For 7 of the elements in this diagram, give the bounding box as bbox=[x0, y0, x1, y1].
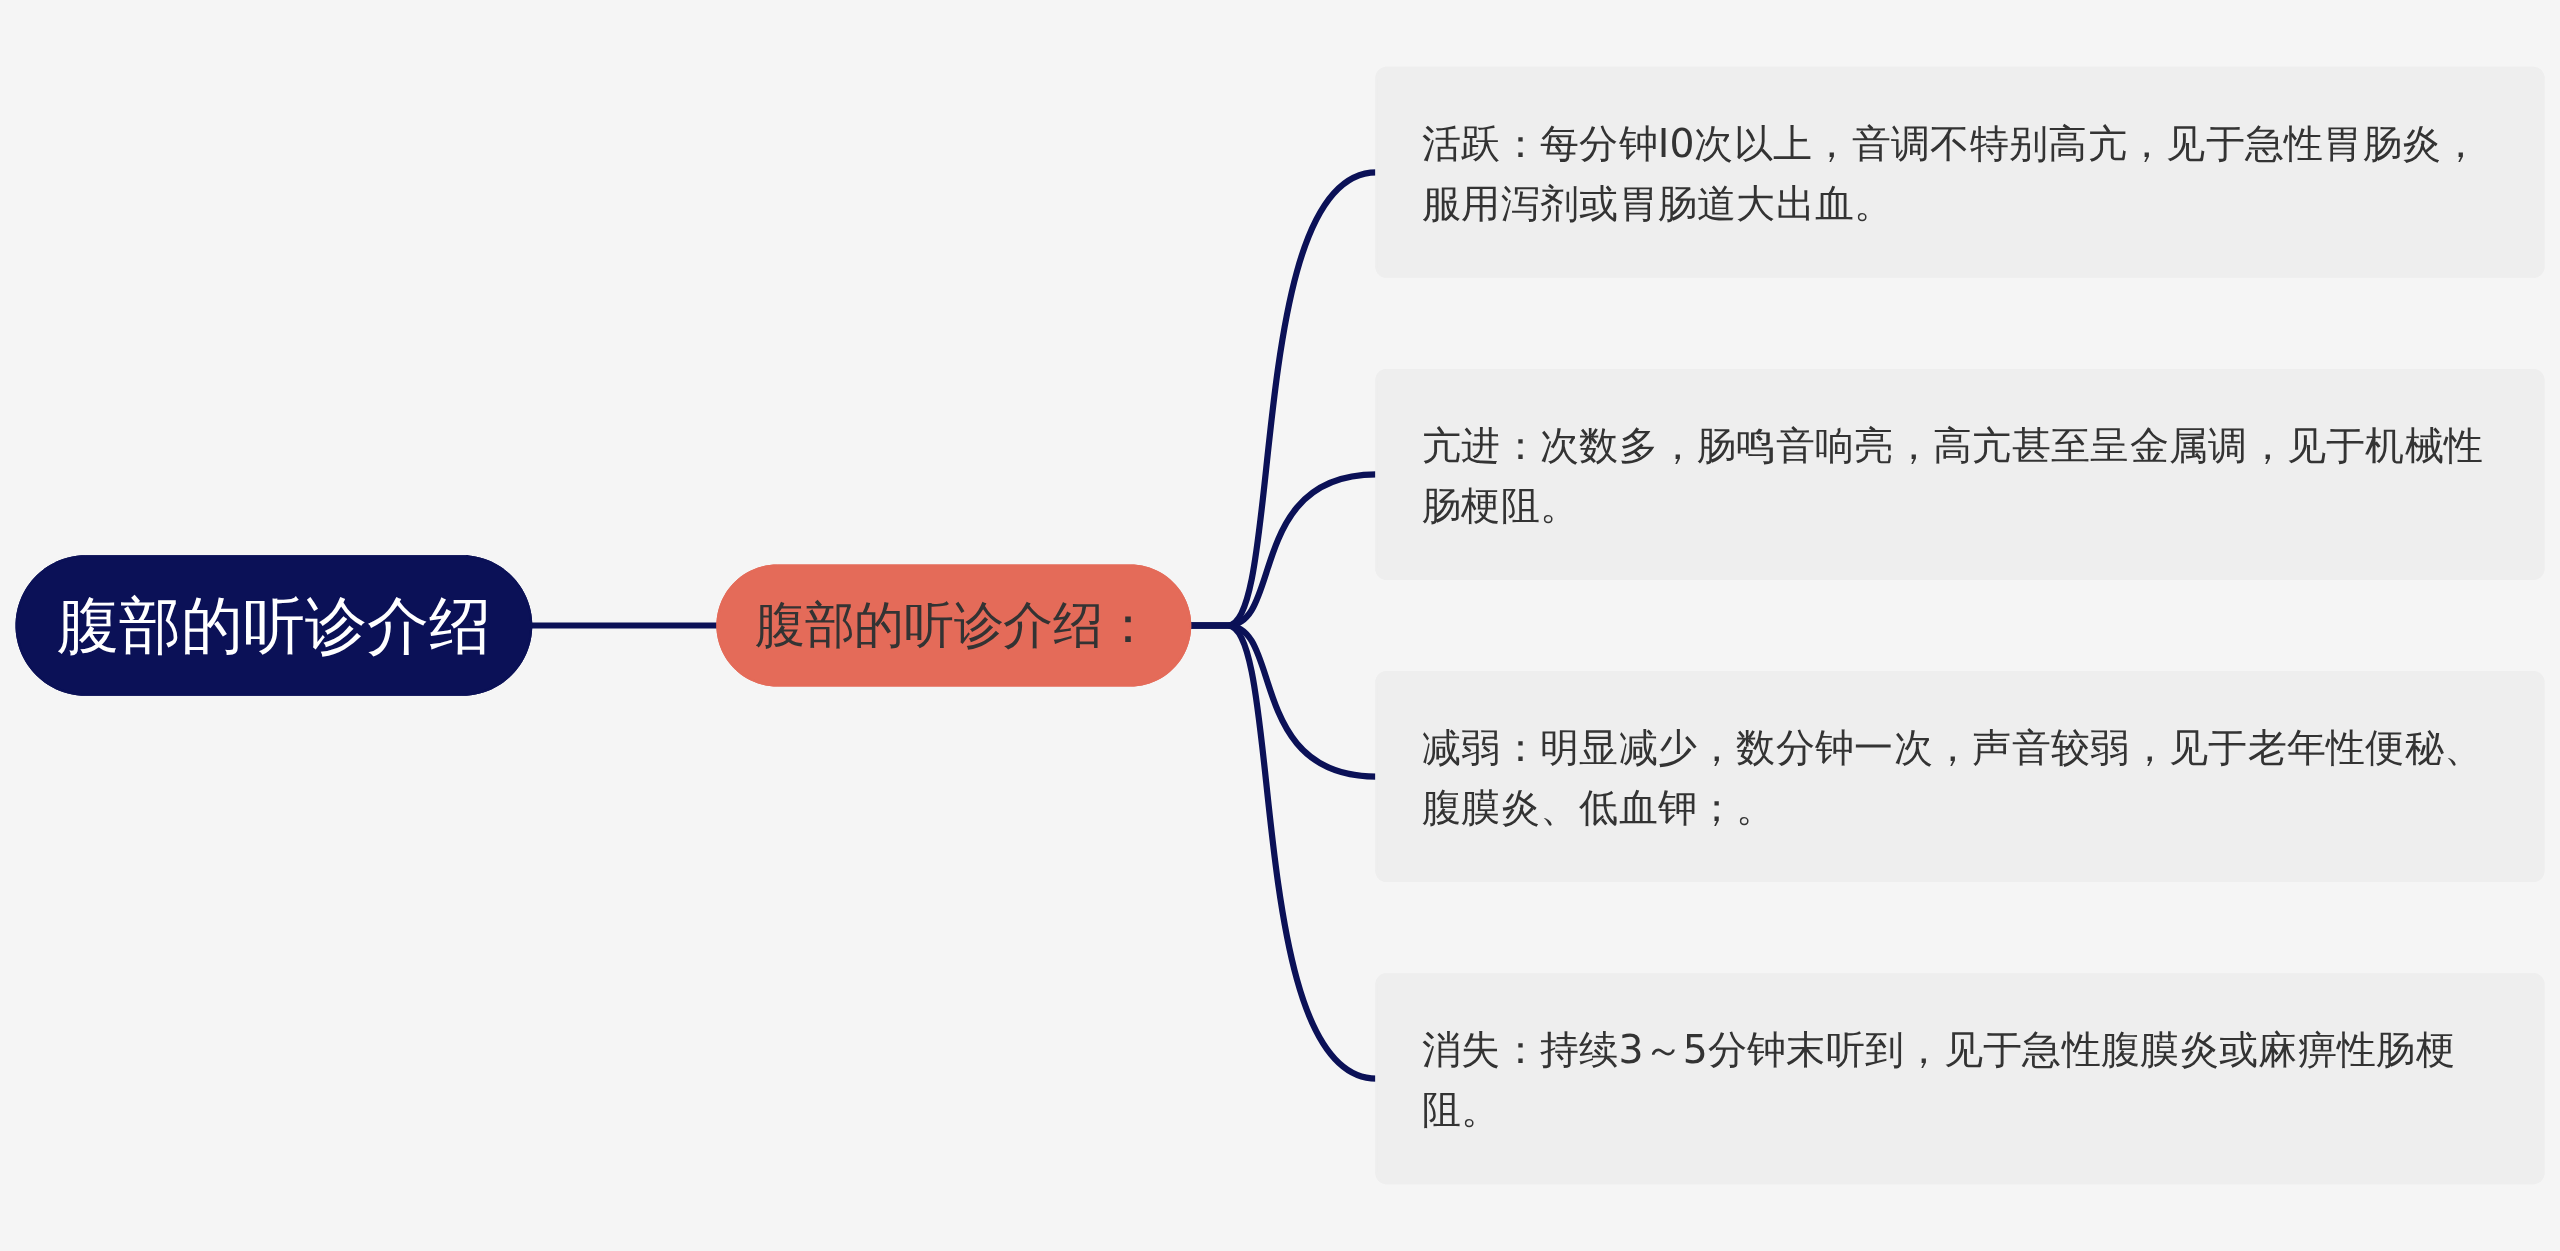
topic-pill: 腹部的听诊介绍 bbox=[15, 555, 533, 696]
note-box: 减弱：明显减少，数分钟一次，声音较弱，见于老年性便秘、腹膜炎、低血钾；。 bbox=[1375, 671, 2545, 883]
connector-line bbox=[531, 622, 718, 629]
note-box: 亢进：次数多，肠鸣音响亮，高亢甚至呈金属调，见于机械性肠梗阻。 bbox=[1375, 368, 2545, 580]
note-box: 消失：持续3～5分钟末听到，见于急性腹膜炎或麻痹性肠梗阻。 bbox=[1375, 973, 2545, 1185]
subtopic-pill: 腹部的听诊介绍： bbox=[716, 564, 1192, 687]
note-box: 活跃：每分钟I0次以上，音调不特别高亢，见于急性胃肠炎，服用泻剂或胃肠道大出血。 bbox=[1375, 66, 2545, 278]
